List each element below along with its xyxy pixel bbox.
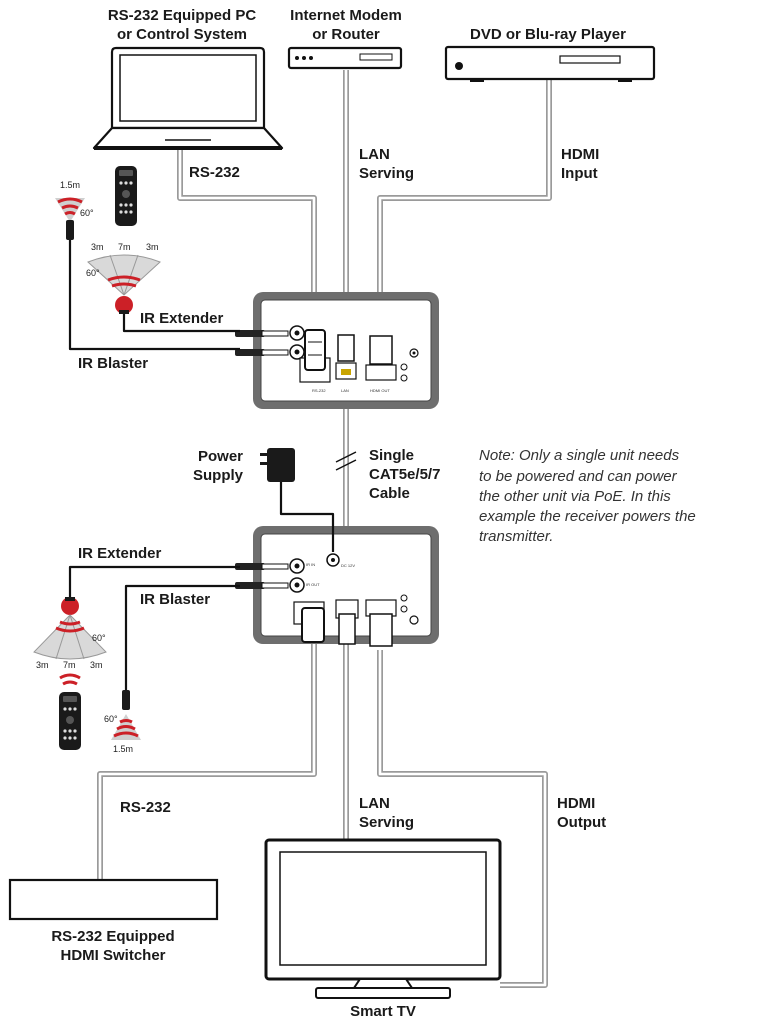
ir-blaster-top-label: IR Blaster [78, 355, 148, 372]
note-line5: transmitter. [479, 528, 553, 545]
switcher-label-line2: HDMI Switcher [60, 947, 165, 964]
ir-angle-blaster-top: 60° [80, 208, 94, 218]
ir-extender-cone-icon [87, 254, 161, 314]
rx-port-ir-out: IR OUT [306, 582, 320, 587]
hdmi-out-label-line1: HDMI [557, 795, 595, 812]
tx-port-hdmi: HDMI OUT [370, 388, 390, 393]
lan-bottom-label-line2: Serving [359, 814, 414, 831]
ir-range-near-bottom: 1.5m [113, 744, 133, 754]
cables [97, 70, 552, 988]
power-label-line2: Supply [193, 467, 244, 484]
cat-label-line2: CAT5e/5/7 [369, 466, 440, 483]
ir-wires [68, 240, 240, 690]
modem-label-line1: Internet Modem [290, 7, 402, 24]
ir-range-left-bottom: 3m [36, 660, 49, 670]
lan-top-label-line2: Serving [359, 165, 414, 182]
note-line2: to be powered and can power [479, 468, 678, 485]
laptop-icon [92, 46, 284, 150]
remote-signal-icon [59, 673, 81, 686]
ir-extender-top-label: IR Extender [140, 310, 224, 327]
cable-break-mark [335, 451, 357, 471]
power-label-line1: Power [198, 448, 243, 465]
note-line3: the other unit via PoE. In this [479, 488, 671, 505]
ir-angle-blaster-bottom: 60° [104, 714, 118, 724]
hdmi-switcher-icon [8, 878, 219, 921]
hdmi-out-label-line2: Output [557, 814, 606, 831]
ir-angle-extender-bottom: 60° [92, 633, 106, 643]
hdmi-in-label-line1: HDMI [561, 146, 599, 163]
switcher-label-line1: RS-232 Equipped [51, 928, 174, 945]
receiver-unit: DC 12V IR IN IR OUT [253, 526, 439, 647]
router-icon [287, 46, 403, 70]
dvd-label: DVD or Blu-ray Player [470, 26, 626, 43]
ir-range-right-bottom: 3m [90, 660, 103, 670]
tx-port-lan: LAN [341, 388, 349, 393]
ir-extender-cone-icon [33, 597, 107, 660]
tx-ir-plugs [235, 330, 289, 356]
note-line4: example the receiver powers the [479, 508, 696, 525]
ir-range-center-top: 7m [118, 242, 131, 252]
ir-blaster-bottom-label: IR Blaster [140, 591, 210, 608]
ir-range-near-top: 1.5m [60, 180, 80, 190]
dvd-player-icon [444, 45, 656, 82]
pc-label-line1: RS-232 Equipped PC [108, 7, 257, 24]
hdmi-in-label-line2: Input [561, 165, 598, 182]
rx-port-ir-in: IR IN [306, 562, 315, 567]
tv-label: Smart TV [350, 1003, 416, 1020]
rx-port-power: DC 12V [341, 563, 355, 568]
remote-control-icon [59, 692, 81, 750]
ir-extender-bottom-label: IR Extender [78, 545, 162, 562]
lan-bottom-label-line1: LAN [359, 795, 390, 812]
ir-range-right-top: 3m [146, 242, 159, 252]
note-line1: Note: Only a single unit needs [479, 447, 680, 464]
remote-control-icon [115, 166, 137, 226]
power-adapter-icon [260, 448, 335, 552]
pc-label-line2: or Control System [117, 26, 247, 43]
ir-blaster-signal-icon [111, 690, 141, 740]
rs232-top-label: RS-232 [189, 164, 240, 181]
ir-range-left-top: 3m [91, 242, 104, 252]
rs232-bottom-label: RS-232 [120, 799, 171, 816]
tx-port-rs232: RS-232 [312, 388, 326, 393]
lan-top-label-line1: LAN [359, 146, 390, 163]
cat-label-line1: Single [369, 447, 414, 464]
ir-blaster-signal-icon [55, 197, 85, 240]
cat-label-line3: Cable [369, 485, 410, 502]
modem-label-line2: or Router [312, 26, 380, 43]
ir-angle-extender-top: 60° [86, 268, 100, 278]
tv-icon [264, 838, 502, 999]
rx-ir-plugs [235, 563, 289, 589]
ir-range-center-bottom: 7m [63, 660, 76, 670]
transmitter-unit: RS-232 LAN HDMI OUT [253, 292, 439, 409]
